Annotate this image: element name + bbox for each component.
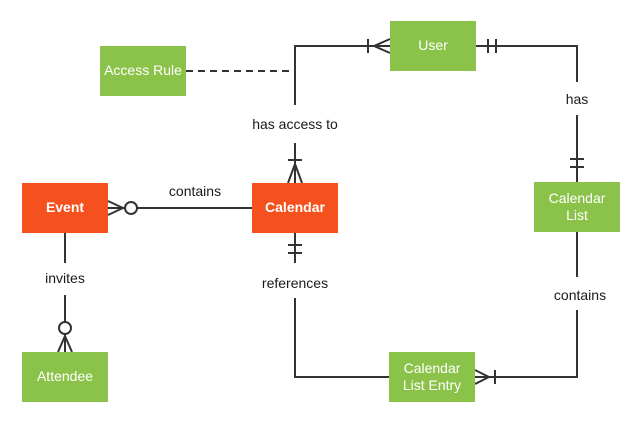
double-bar-icon bbox=[487, 39, 497, 53]
double-bar-icon bbox=[288, 244, 302, 254]
edge-line bbox=[475, 45, 578, 182]
entity-calendar[interactable]: Calendar bbox=[252, 183, 338, 233]
entity-user[interactable]: User bbox=[390, 21, 476, 71]
entity-label: Calendar bbox=[265, 199, 325, 216]
relationship-label-invites: invites bbox=[43, 270, 87, 286]
edge-calendar-contains-event bbox=[107, 200, 252, 216]
crows-foot-icon bbox=[373, 38, 391, 54]
crows-foot-icon bbox=[474, 369, 490, 385]
entity-calendar-list-entry[interactable]: Calendar List Entry bbox=[389, 352, 475, 402]
crows-foot-icon bbox=[107, 200, 124, 216]
edge-user-has-calendar-list bbox=[475, 39, 584, 182]
entity-label: Calendar List Entry bbox=[402, 359, 462, 394]
relationship-label-has-access-to: has access to bbox=[250, 116, 340, 132]
edge-line bbox=[294, 45, 390, 183]
double-bar-icon bbox=[570, 158, 584, 168]
entity-label: Access Rule bbox=[104, 62, 182, 79]
entity-label: User bbox=[418, 37, 448, 54]
zero-ring-icon bbox=[124, 201, 138, 215]
relationship-label-contains-event: contains bbox=[166, 183, 224, 199]
crows-foot-icon bbox=[287, 163, 303, 184]
edge-event-invites-attendee bbox=[57, 233, 73, 353]
edge-line bbox=[294, 233, 389, 378]
edge-line bbox=[475, 232, 578, 378]
edge-calendar-references-entry bbox=[288, 233, 389, 378]
relationship-label-contains-entry: contains bbox=[551, 287, 609, 303]
zero-ring-icon bbox=[58, 321, 72, 335]
entity-label: Calendar List bbox=[548, 189, 606, 224]
relationship-label-has: has bbox=[563, 91, 591, 107]
edge-calendar-list-contains-entry bbox=[474, 232, 578, 385]
crows-foot-icon bbox=[57, 334, 73, 353]
entity-attendee[interactable]: Attendee bbox=[22, 352, 108, 402]
relationship-label-references: references bbox=[259, 275, 331, 291]
entity-label: Attendee bbox=[36, 368, 94, 385]
entity-calendar-list[interactable]: Calendar List bbox=[534, 182, 620, 232]
entity-access-rule[interactable]: Access Rule bbox=[100, 46, 186, 96]
entity-event[interactable]: Event bbox=[22, 183, 108, 233]
entity-label: Event bbox=[45, 199, 85, 216]
edge-user-has-access-to-calendar bbox=[287, 38, 391, 184]
